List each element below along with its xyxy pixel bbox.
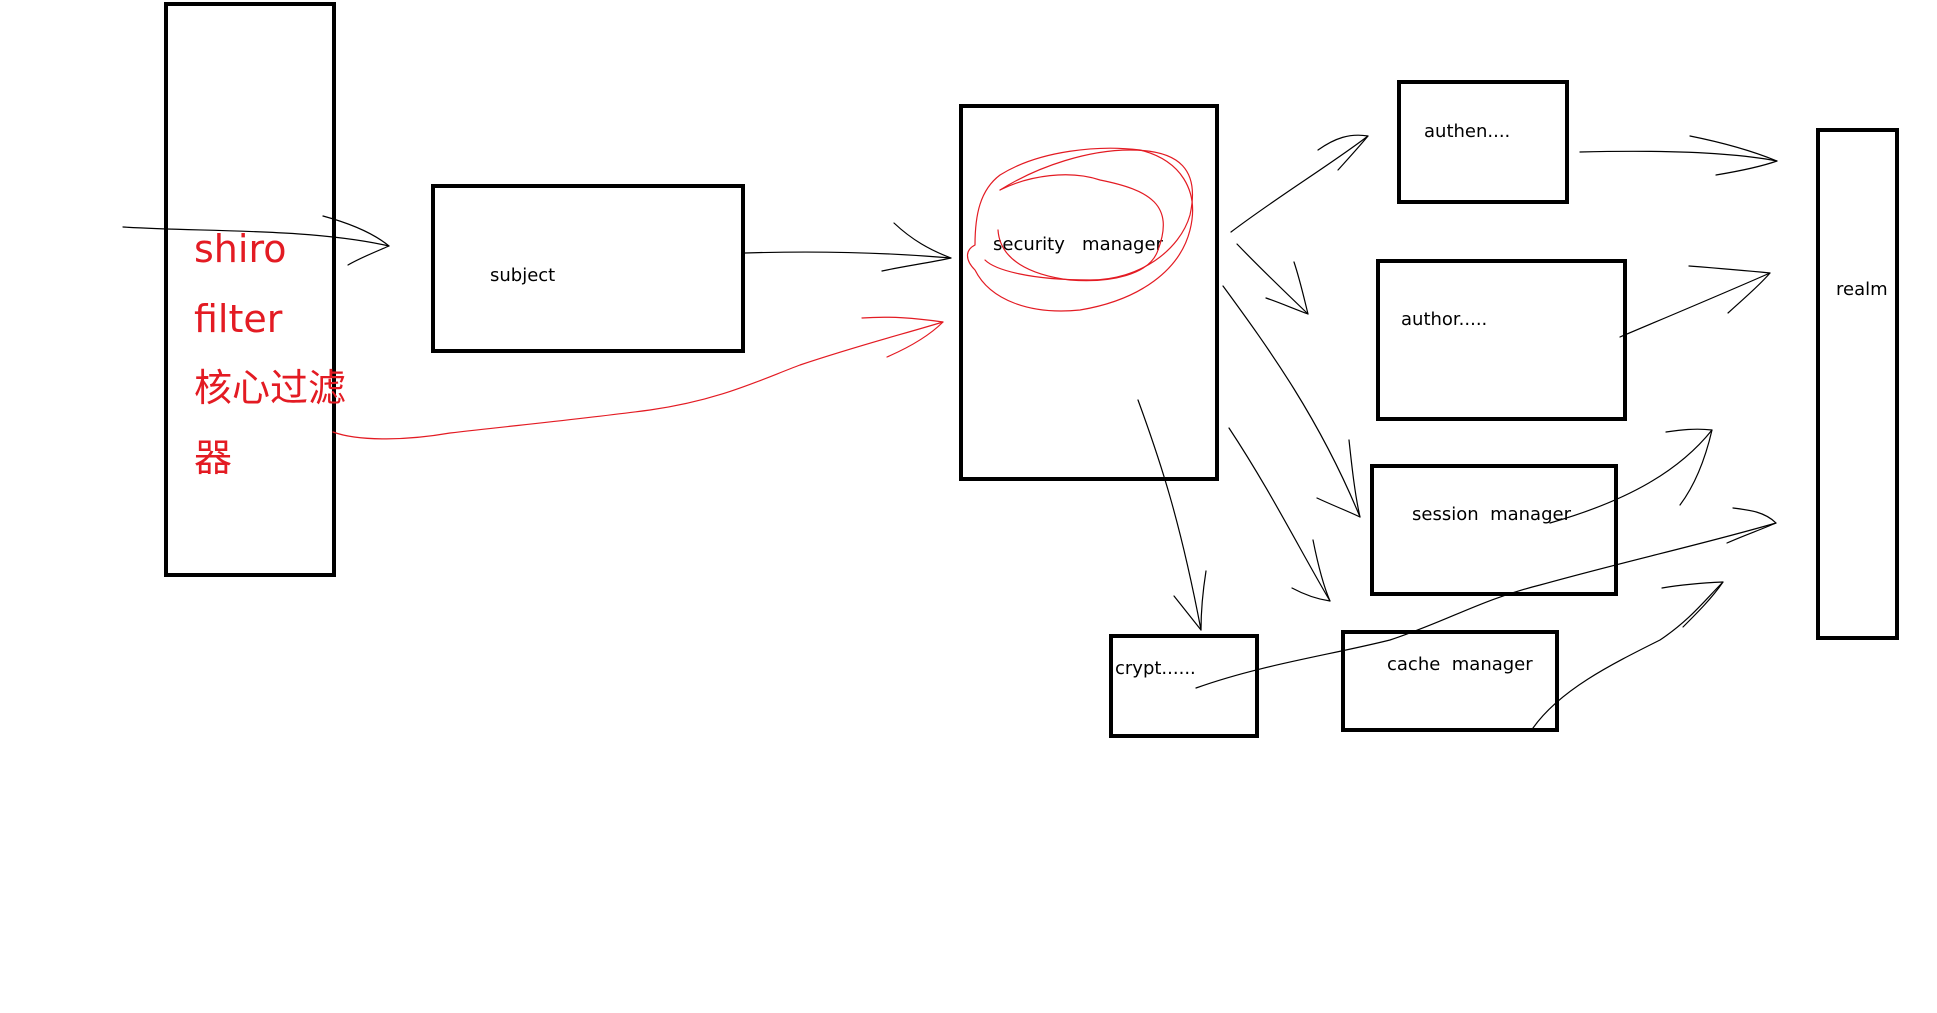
author-box <box>1376 259 1627 421</box>
shiro-filter-label: shiro filter 核心过滤 器 <box>194 227 346 480</box>
author-node: author..... <box>1376 259 1627 421</box>
shiro-filter-label-line-3: 核心过滤 <box>194 366 346 410</box>
shiro-filter-label-line-1: shiro <box>194 227 286 271</box>
subject-node: subject <box>431 184 745 353</box>
authen-node: authen.... <box>1397 80 1569 204</box>
arrow-security-to-authen <box>1230 134 1369 233</box>
arrow-security-to-crypt <box>1137 399 1207 631</box>
red-arrow-filter-to-security <box>332 316 944 440</box>
red-highlight-circle <box>966 147 1194 312</box>
security-manager-box <box>959 104 1219 481</box>
shiro-filter-label-line-2: filter <box>194 297 283 341</box>
arrow-author-to-realm <box>1619 265 1771 338</box>
authen-label: authen.... <box>1424 121 1510 142</box>
cache-manager-label: cache manager <box>1387 654 1533 675</box>
arrow-authen-to-realm <box>1579 135 1778 176</box>
subject-label: subject <box>490 265 555 286</box>
session-manager-box <box>1370 464 1618 596</box>
shiro-filter-box <box>164 2 336 577</box>
session-manager-node: session manager <box>1370 464 1618 596</box>
arrow-crypt-to-realm <box>1195 507 1777 689</box>
security-manager-label: security manager <box>993 234 1164 255</box>
arrow-security-to-session <box>1222 285 1361 518</box>
arrow-security-to-cache <box>1228 427 1331 602</box>
subject-box <box>431 184 745 353</box>
author-label: author..... <box>1401 309 1487 330</box>
security-manager-node: security manager <box>959 104 1219 481</box>
session-manager-label: session manager <box>1412 504 1572 525</box>
arrow-subject-to-security-manager <box>744 222 952 272</box>
crypt-box <box>1109 634 1259 738</box>
realm-label: realm <box>1836 279 1888 300</box>
arrow-session-to-realm <box>1549 428 1713 524</box>
shiro-filter-node <box>164 2 336 577</box>
shiro-filter-label-line-4: 器 <box>194 436 232 480</box>
realm-node: realm <box>1816 128 1899 640</box>
arrow-security-to-author <box>1236 243 1309 315</box>
crypt-node: crypt...... <box>1109 634 1259 738</box>
authen-box <box>1397 80 1569 204</box>
arrow-cache-to-realm <box>1532 581 1724 729</box>
cache-manager-node: cache manager <box>1341 630 1559 732</box>
realm-box <box>1816 128 1899 640</box>
arrow-request-to-subject <box>122 215 390 266</box>
cache-manager-box <box>1341 630 1559 732</box>
crypt-label: crypt...... <box>1115 658 1196 679</box>
